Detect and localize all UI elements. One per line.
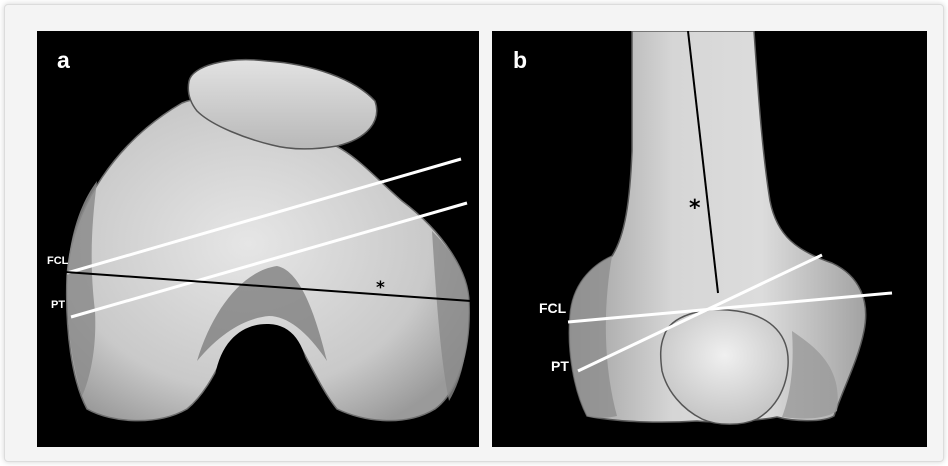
panel-a-letter: a bbox=[57, 49, 70, 72]
panel-b-letter: b bbox=[513, 49, 527, 72]
panel-a-pt-label: PT bbox=[51, 300, 65, 311]
panel-a-angle-marker: * bbox=[376, 280, 385, 297]
panel-a-image bbox=[37, 31, 479, 447]
panel-b-fcl-label: FCL bbox=[539, 301, 566, 315]
panel-b: b FCL PT * bbox=[492, 31, 927, 447]
panel-b-pt-label: PT bbox=[551, 359, 569, 373]
panel-a: a FCL PT * bbox=[37, 31, 479, 447]
panel-a-fcl-label: FCL bbox=[47, 256, 68, 267]
panel-b-axis-marker: * bbox=[689, 198, 701, 220]
panel-b-image bbox=[492, 31, 927, 447]
figure-frame: a FCL PT * bbox=[4, 4, 944, 462]
